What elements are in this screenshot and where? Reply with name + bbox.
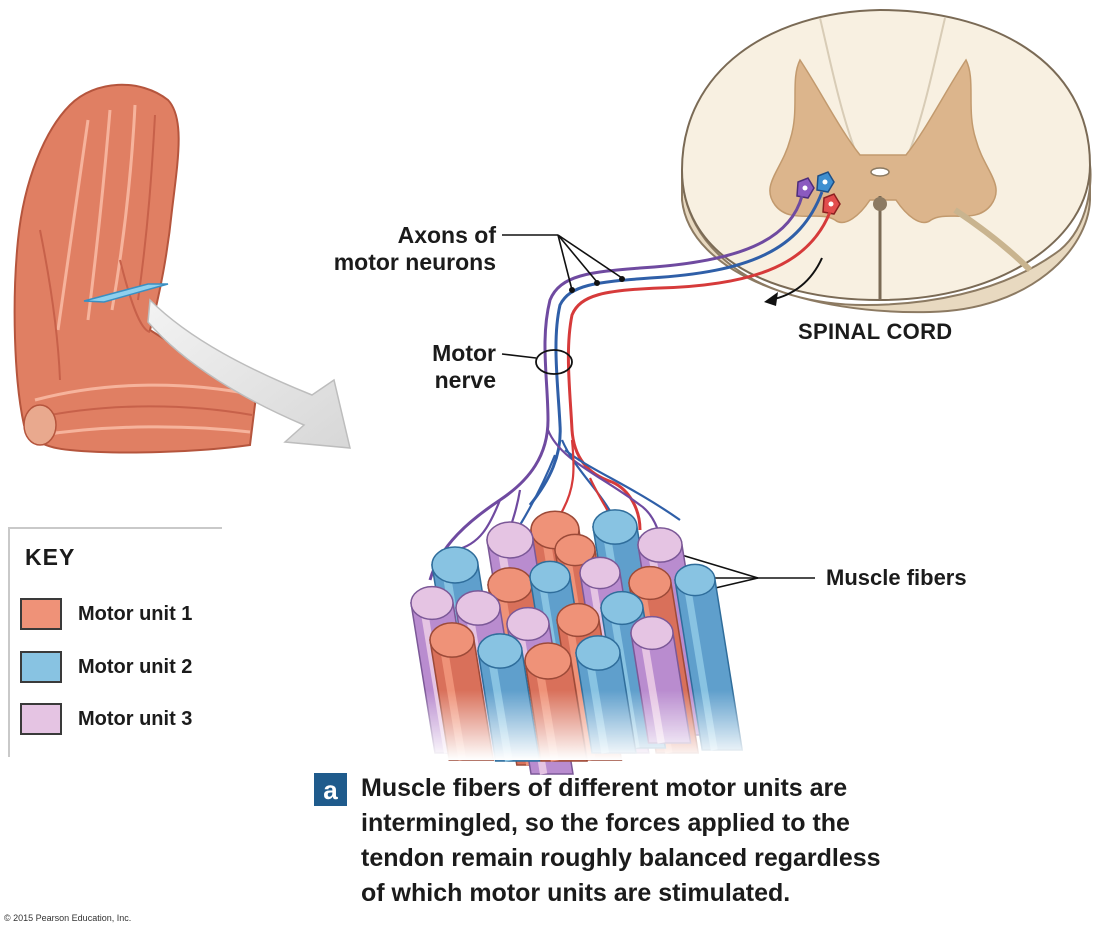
muscle-fiber-end-motor-unit-3: [455, 590, 501, 626]
motor-nerve-label: Motor nerve: [380, 340, 496, 394]
motor-nerve-label-line2: nerve: [434, 367, 496, 394]
muscle-fiber-end-motor-unit-3: [579, 556, 621, 590]
panel-caption: Muscle fibers of different motor units a…: [361, 771, 1001, 911]
axons-label-line1: Axons of: [397, 222, 496, 248]
muscle-fiber-end-motor-unit-2: [674, 563, 716, 597]
key-legend-frame: [8, 527, 222, 757]
copyright-notice: © 2015 Pearson Education, Inc.: [4, 913, 132, 923]
key-item-motor-unit-3: Motor unit 3: [20, 701, 192, 737]
key-label-motor-unit-1: Motor unit 1: [78, 602, 193, 625]
motor-nerve-marker: [535, 349, 573, 375]
motor-nerve-label-line1: Motor: [432, 340, 496, 366]
caption-line: of which motor units are stimulated.: [361, 879, 791, 907]
key-title: KEY: [25, 544, 76, 570]
central-canal: [870, 167, 890, 177]
panel-badge: a: [314, 773, 347, 806]
muscle-fiber-end-motor-unit-3: [410, 585, 454, 621]
muscle-fiber-end-motor-unit-1: [556, 602, 600, 638]
muscle-fiber-end-motor-unit-3: [486, 521, 534, 559]
muscle-fiber-end-motor-unit-1: [524, 642, 572, 680]
section-plane: [83, 283, 169, 303]
key-label-motor-unit-3: Motor unit 3: [78, 707, 193, 730]
axon-unit-3: [428, 195, 804, 581]
axons-label-line2: motor neurons: [333, 249, 496, 276]
key-swatch-motor-unit-1: [20, 598, 62, 630]
muscle-fiber-end-motor-unit-3: [506, 606, 550, 642]
zoom-arrow: [147, 298, 351, 449]
muscle-fibers-label: Muscle fibers: [826, 565, 967, 590]
key-swatch-motor-unit-3: [20, 703, 62, 735]
caption-line: Muscle fibers of different motor units a…: [361, 774, 848, 802]
axons-label: Axons of motor neurons: [300, 222, 496, 276]
muscle-fiber-end-motor-unit-2: [600, 590, 644, 626]
axon-unit-2: [528, 191, 824, 506]
muscle-fiber-end-motor-unit-2: [529, 560, 571, 594]
spinal-cord-label: SPINAL CORD: [798, 319, 953, 344]
muscle-fiber-end-motor-unit-3: [630, 615, 674, 651]
muscle-fiber-end-motor-unit-2: [575, 635, 621, 671]
key-swatch-motor-unit-2: [20, 651, 62, 683]
spinal-cord-cross-section: [680, 8, 1092, 314]
muscle-fiber-end-motor-unit-1: [628, 565, 672, 601]
motor-axons: [428, 191, 832, 581]
axon-unit-1: [566, 211, 832, 531]
muscle-fiber-end-motor-unit-2: [592, 509, 638, 545]
muscle-fiber-end-motor-unit-2: [431, 546, 479, 584]
muscle-fiber-end-motor-unit-1: [429, 622, 475, 658]
key-label-motor-unit-2: Motor unit 2: [78, 655, 193, 678]
key-item-motor-unit-1: Motor unit 1: [20, 596, 192, 632]
key-item-motor-unit-2: Motor unit 2: [20, 649, 192, 685]
caption-line: tendon remain roughly balanced regardles…: [361, 844, 881, 872]
muscle-fiber-end-motor-unit-3: [637, 527, 683, 563]
caption-line: intermingled, so the forces applied to t…: [361, 809, 850, 837]
cord-side: [681, 164, 1092, 314]
muscle-fiber-end-motor-unit-1: [554, 533, 596, 567]
muscle-fiber-end-motor-unit-2: [477, 633, 523, 669]
arm-illustration: [13, 83, 260, 454]
